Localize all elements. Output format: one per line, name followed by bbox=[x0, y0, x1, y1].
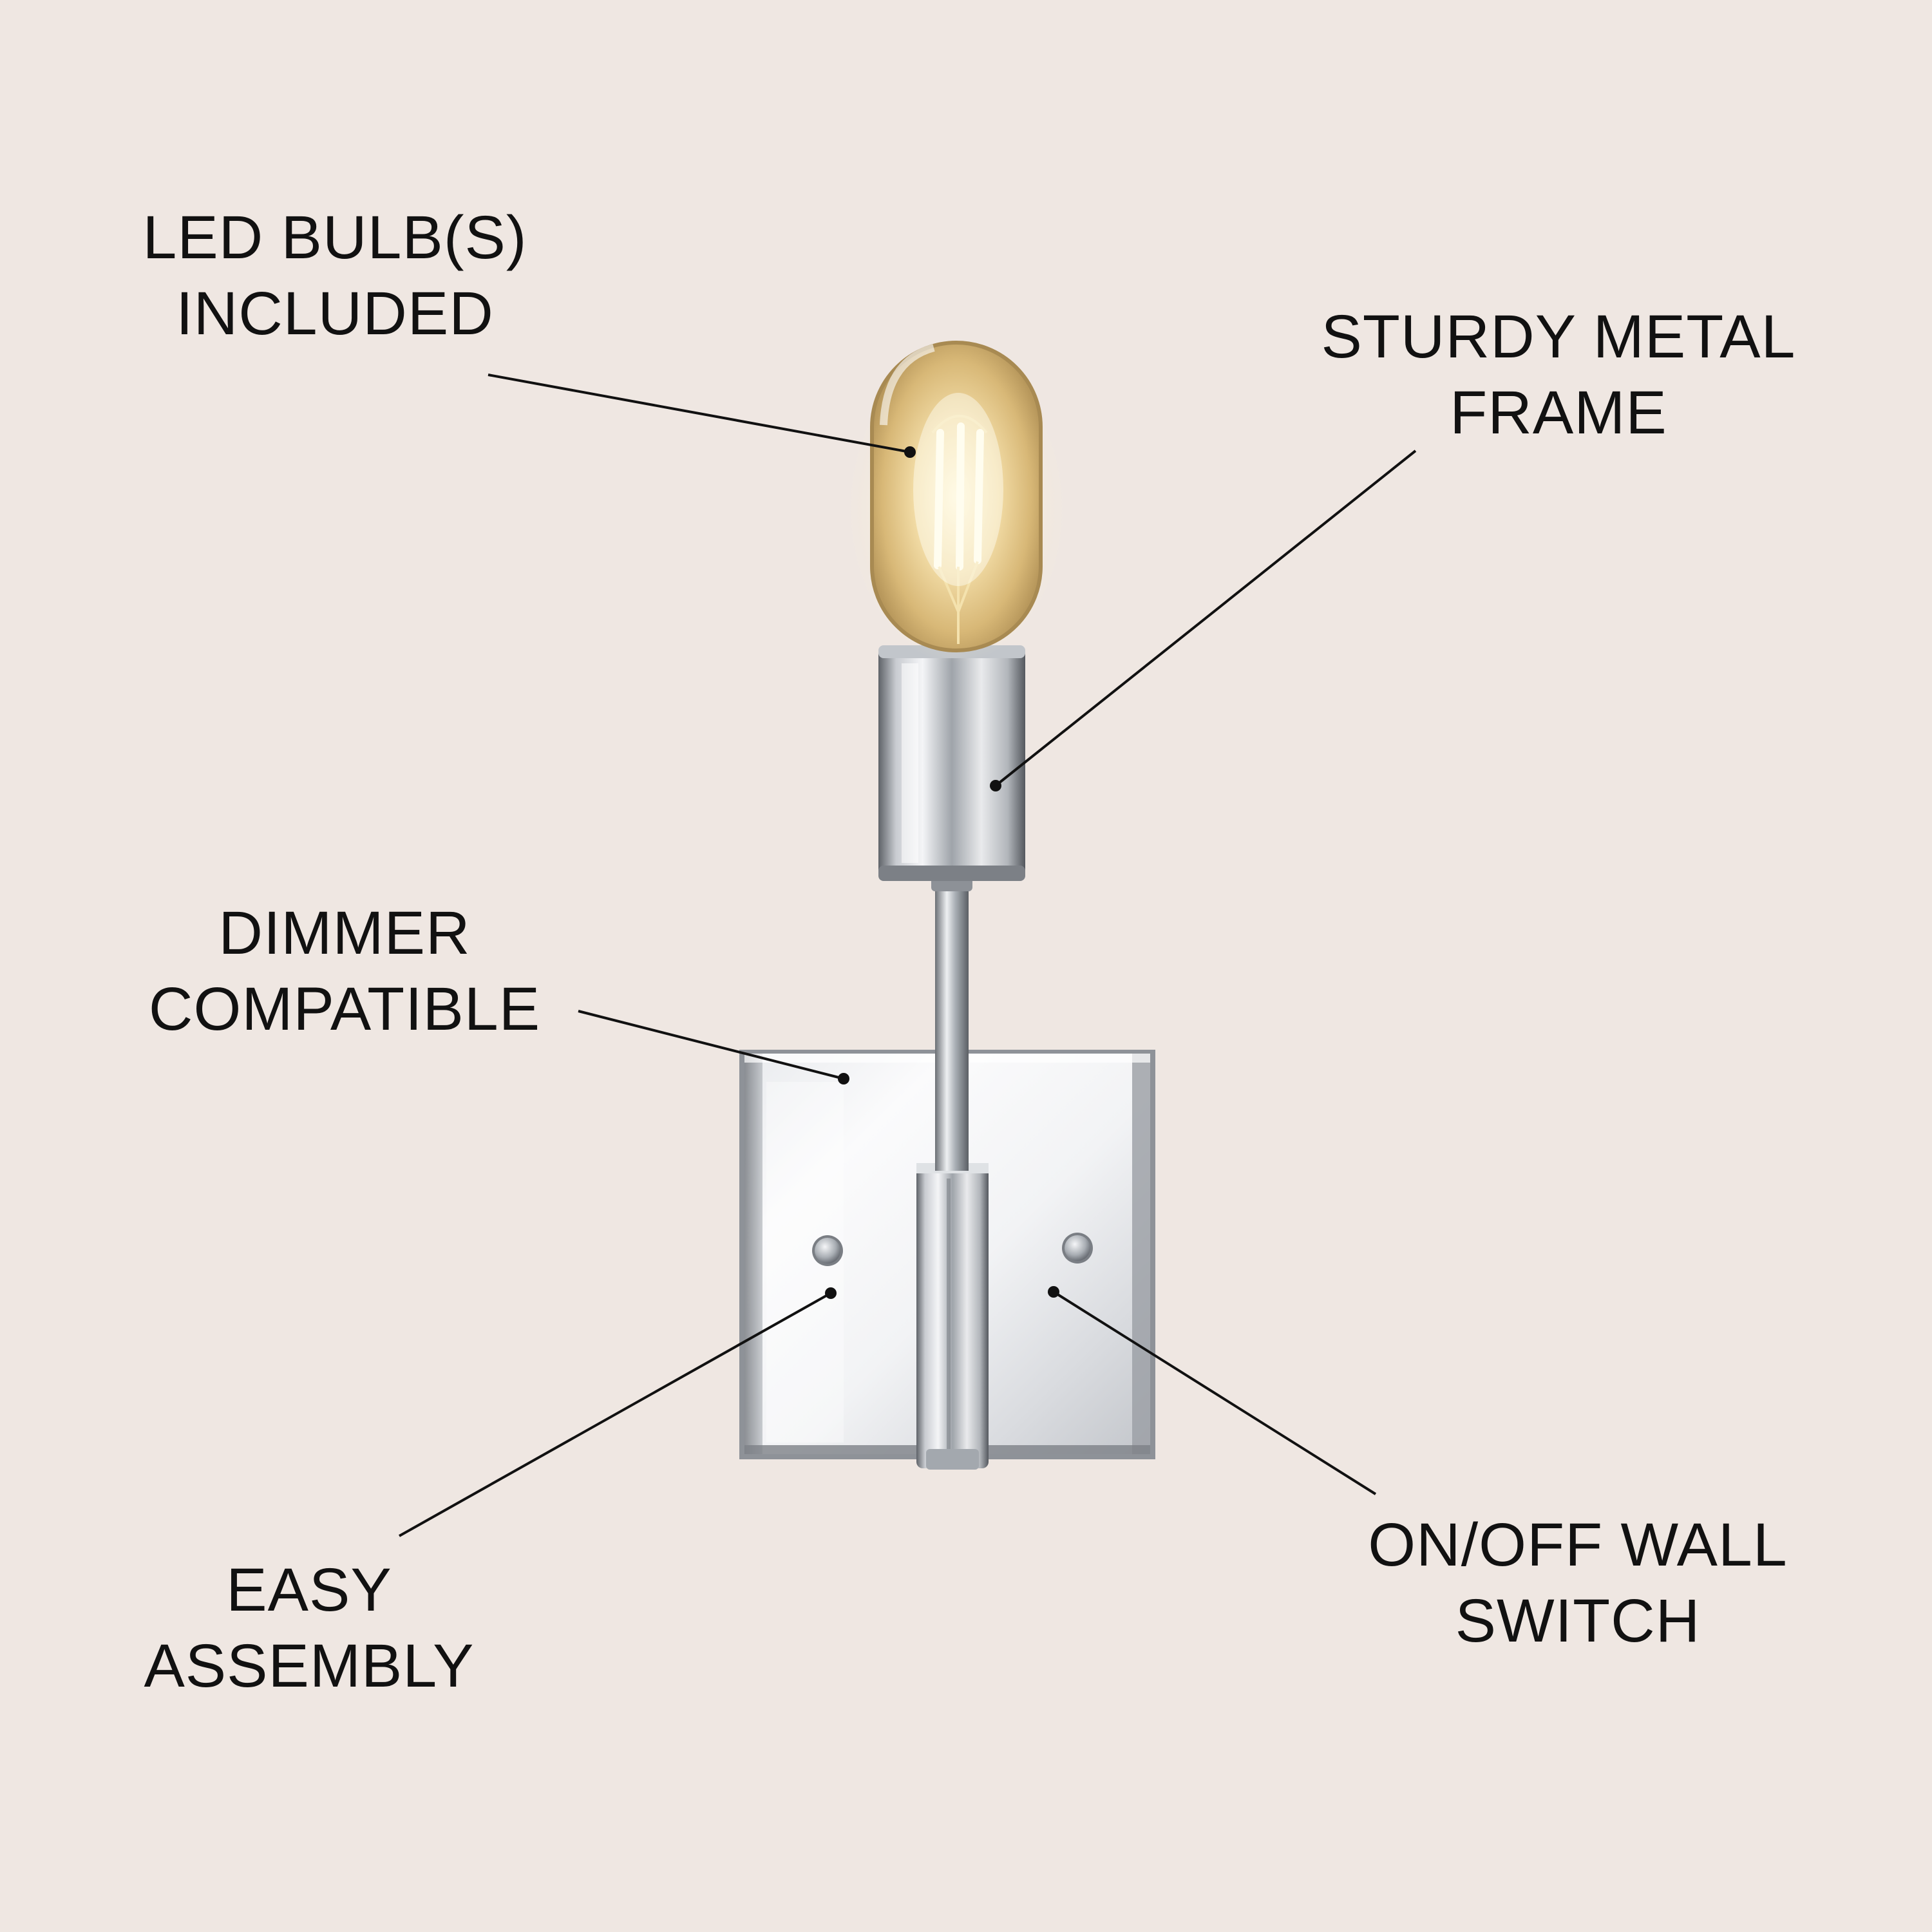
led-bulb bbox=[847, 341, 1066, 663]
feature-label-line: DIMMER bbox=[218, 899, 471, 967]
feature-label-line: FRAME bbox=[1450, 379, 1667, 447]
feature-label-wall-switch: ON/OFF WALL SWITCH bbox=[1327, 1507, 1829, 1659]
callout-lines bbox=[399, 374, 1417, 1537]
feature-label-line: LED BULB(S) bbox=[142, 204, 527, 272]
feature-label-led-bulbs: LED BULB(S) INCLUDED bbox=[97, 200, 573, 352]
feature-label-line: STURDY METAL bbox=[1321, 303, 1796, 371]
switch-housing bbox=[916, 1163, 989, 1470]
mounting-screw-left bbox=[812, 1235, 843, 1266]
mounting-screw-right bbox=[1062, 1233, 1093, 1264]
arm-rod bbox=[931, 877, 972, 1171]
feature-label-line: COMPATIBLE bbox=[148, 975, 541, 1043]
callout-dots bbox=[825, 446, 1059, 1299]
feature-label-line: INCLUDED bbox=[176, 279, 494, 348]
feature-label-metal-frame: STURDY METAL FRAME bbox=[1275, 299, 1842, 451]
socket-cup bbox=[878, 645, 1025, 881]
feature-label-line: SWITCH bbox=[1455, 1587, 1701, 1655]
feature-label-dimmer: DIMMER COMPATIBLE bbox=[97, 895, 592, 1047]
feature-label-line: ON/OFF WALL bbox=[1368, 1511, 1788, 1579]
feature-label-easy-assembly: EASY ASSEMBLY bbox=[97, 1552, 522, 1704]
feature-label-line: ASSEMBLY bbox=[144, 1632, 475, 1700]
feature-label-line: EASY bbox=[226, 1556, 392, 1624]
